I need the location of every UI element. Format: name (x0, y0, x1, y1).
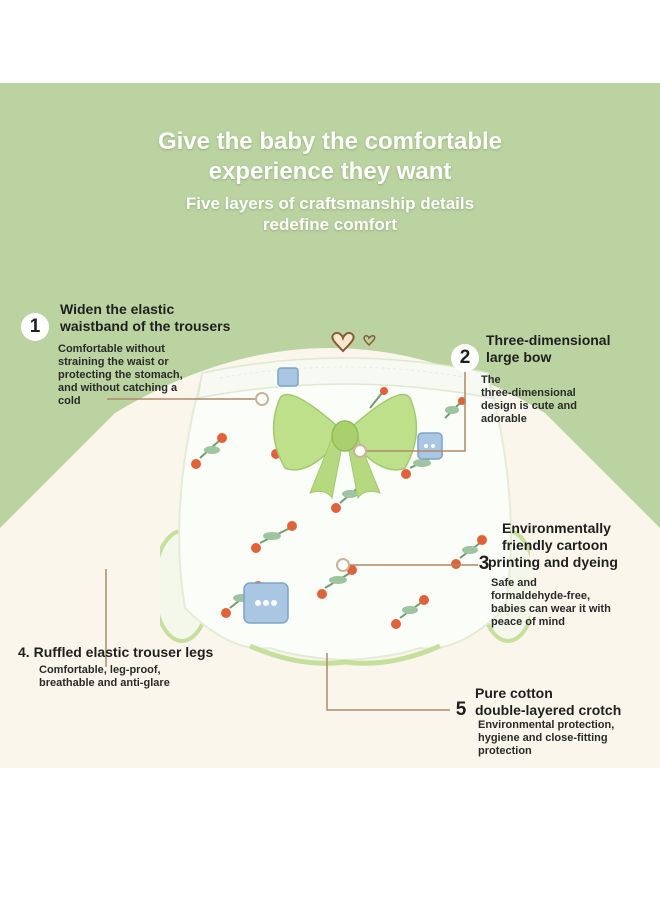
leader-lines (105, 331, 478, 711)
feature-2-desc-line: The (481, 374, 501, 386)
feature-3-title-line-2: friendly cartoon (502, 537, 608, 553)
subheadline: Five layers of craftsmanship details red… (0, 193, 660, 235)
subheadline-line-1: Five layers of craftsmanship details (185, 194, 475, 213)
feature-5-title-line-2: double-layered crotch (475, 702, 622, 718)
feature-4-desc-line: breathable and anti-glare (39, 677, 170, 689)
feature-2-title: Three-dimensional large bow (486, 332, 610, 366)
feature-2-desc-line: three-dimensional (481, 387, 576, 399)
feature-4-title: 4. Ruffled elastic trouser legs (18, 644, 213, 661)
feature-5-title: Pure cotton double-layered crotch (475, 685, 621, 719)
feature-1-title: Widen the elastic waistband of the trous… (60, 301, 230, 335)
feature-1-desc-line: and without catching a (58, 382, 178, 394)
feature-4-desc-line: Comfortable, leg-proof, (39, 664, 161, 676)
baby-bloomers-image (160, 328, 530, 688)
headline-line-1: Give the baby the comfortable (157, 128, 503, 155)
product-infographic: Give the baby the comfortable experience… (0, 83, 660, 768)
feature-3-desc-line: babies can wear it with (491, 603, 611, 615)
feature-5-number: 5 (455, 699, 467, 720)
headline: Give the baby the comfortable experience… (0, 127, 660, 187)
feature-1-title-line-2: waistband of the trousers (60, 318, 231, 334)
feature-3-title-line-3: printing and dyeing (488, 554, 618, 570)
feature-1-number: 1 (21, 313, 49, 341)
feature-3-number: 3 (478, 553, 490, 574)
feature-1-desc-line: Comfortable without (58, 343, 165, 355)
feature-1-title-line-1: Widen the elastic (60, 301, 175, 317)
feature-3-desc-line: formaldehyde-free, (491, 590, 591, 602)
feature-2-title-line-1: Three-dimensional (486, 332, 611, 348)
feature-5-desc-line: protection (478, 745, 532, 757)
feature-3-desc-line: peace of mind (491, 616, 565, 628)
feature-2-desc-line: design is cute and (481, 400, 577, 412)
feature-4-description: Comfortable, leg-proof, breathable and a… (39, 664, 170, 690)
heart-icon (331, 331, 376, 353)
feature-3-title-line-1: Environmentally (502, 520, 611, 536)
feature-3-description: Safe and formaldehyde-free, babies can w… (491, 577, 611, 629)
green-background (0, 83, 660, 768)
feature-5-description: Environmental protection, hygiene and cl… (478, 719, 614, 758)
feature-1-desc-line: straining the waist or (58, 356, 169, 368)
feature-2-number: 2 (451, 344, 479, 372)
feature-5-desc-line: Environmental protection, (478, 719, 615, 731)
feature-2-title-line-2: large bow (486, 349, 552, 365)
headline-line-2: experience they want (208, 158, 452, 185)
feature-2-description: The three-dimensional design is cute and… (481, 374, 577, 426)
feature-3-desc-line: Safe and (491, 577, 537, 589)
feature-2-desc-line: adorable (481, 413, 527, 425)
feature-1-description: Comfortable without straining the waist … (58, 343, 183, 408)
feature-4-number: 4. (18, 644, 30, 660)
feature-1-desc-line: cold (58, 395, 81, 407)
feature-5-title-line-1: Pure cotton (475, 685, 553, 701)
feature-3-title: Environmentally friendly cartoon printin… (488, 520, 618, 571)
subheadline-line-2: redefine comfort (262, 215, 398, 234)
feature-1-desc-line: protecting the stomach, (58, 369, 183, 381)
feature-5-desc-line: hygiene and close-fitting (478, 732, 608, 744)
feature-4-title-line-1: Ruffled elastic trouser legs (33, 644, 214, 660)
